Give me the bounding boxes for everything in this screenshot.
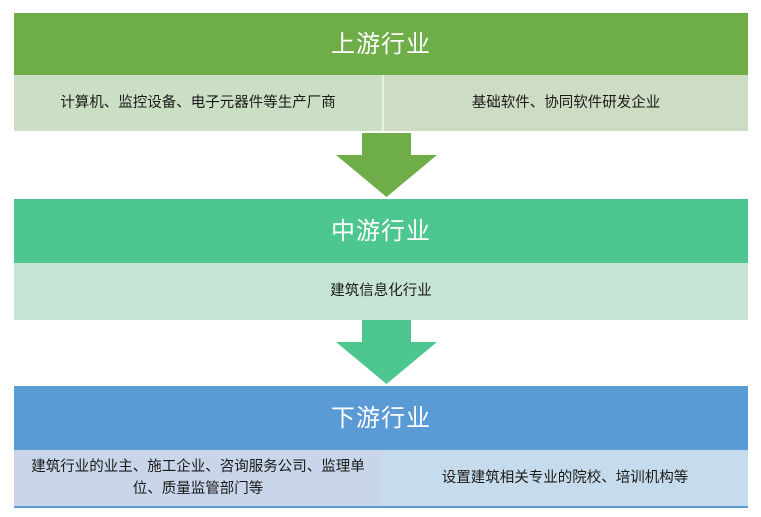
tier-midstream-body: 建筑信息化行业: [14, 263, 748, 320]
down-arrow-icon-midstream-to-downstream: [336, 320, 437, 384]
tier-midstream: 中游行业 建筑信息化行业: [14, 199, 748, 320]
down-arrow-icon-upstream-to-midstream: [336, 133, 437, 197]
tier-upstream-cell-1: 计算机、监控设备、电子元器件等生产厂商: [14, 75, 382, 131]
tier-downstream-cell-2: 设置建筑相关专业的院校、培训机构等: [382, 450, 748, 506]
tier-upstream: 上游行业 计算机、监控设备、电子元器件等生产厂商 基础软件、协同软件研发企业: [14, 13, 748, 131]
tier-upstream-cell-2: 基础软件、协同软件研发企业: [382, 75, 748, 131]
tier-upstream-body: 计算机、监控设备、电子元器件等生产厂商 基础软件、协同软件研发企业: [14, 75, 748, 131]
tier-midstream-cell-1: 建筑信息化行业: [14, 263, 748, 320]
tier-downstream-body: 建筑行业的业主、施工企业、咨询服务公司、监理单位、质量监管部门等 设置建筑相关专…: [14, 450, 748, 508]
tier-downstream: 下游行业 建筑行业的业主、施工企业、咨询服务公司、监理单位、质量监管部门等 设置…: [14, 386, 748, 508]
tier-downstream-header: 下游行业: [14, 386, 748, 450]
tier-upstream-header: 上游行业: [14, 13, 748, 75]
tier-midstream-header: 中游行业: [14, 199, 748, 263]
tier-downstream-cell-1: 建筑行业的业主、施工企业、咨询服务公司、监理单位、质量监管部门等: [14, 450, 382, 506]
